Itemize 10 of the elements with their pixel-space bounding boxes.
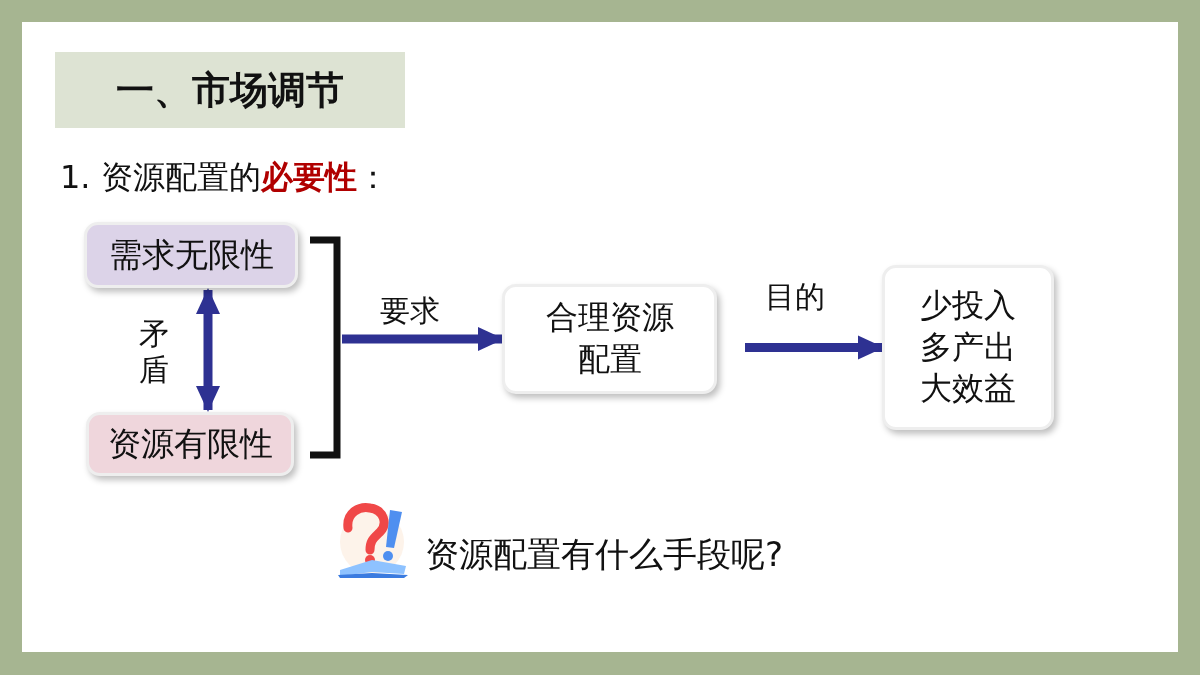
title-band: 一、市场调节 <box>55 52 405 128</box>
arrow <box>745 335 884 360</box>
process-box: 合理资源配置 <box>502 284 717 394</box>
arrow <box>196 288 220 412</box>
arrow <box>342 327 504 351</box>
text-box: 资源有限性 <box>86 412 294 476</box>
section-heading: 1. 资源配置的必要性： <box>60 157 389 198</box>
result-box: 少投入多产出大效益 <box>882 265 1054 430</box>
text-box: 需求无限性 <box>84 222 298 288</box>
question-text: 资源配置有什么手段呢? <box>425 533 784 576</box>
